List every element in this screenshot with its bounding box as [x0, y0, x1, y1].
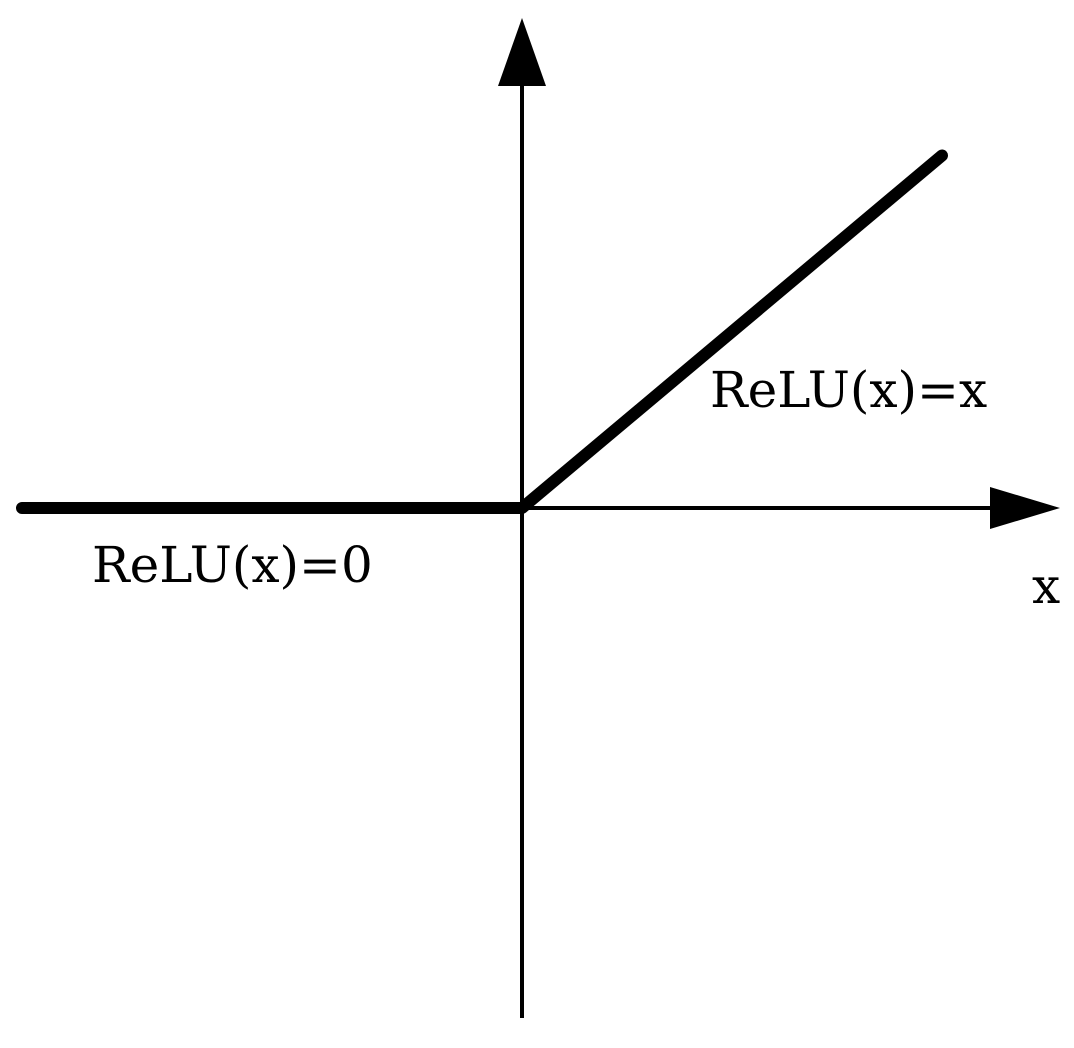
x-axis-arrow	[990, 487, 1060, 529]
annotation-relu-positive: ReLU(x)=x	[710, 361, 987, 419]
y-axis-arrow	[498, 18, 546, 86]
x-axis-label: x	[1032, 557, 1060, 615]
axes	[22, 18, 1060, 1018]
relu-series-line-0	[16, 149, 948, 514]
annotation-relu-zero: ReLU(x)=0	[92, 536, 373, 594]
series-layer	[16, 149, 948, 514]
